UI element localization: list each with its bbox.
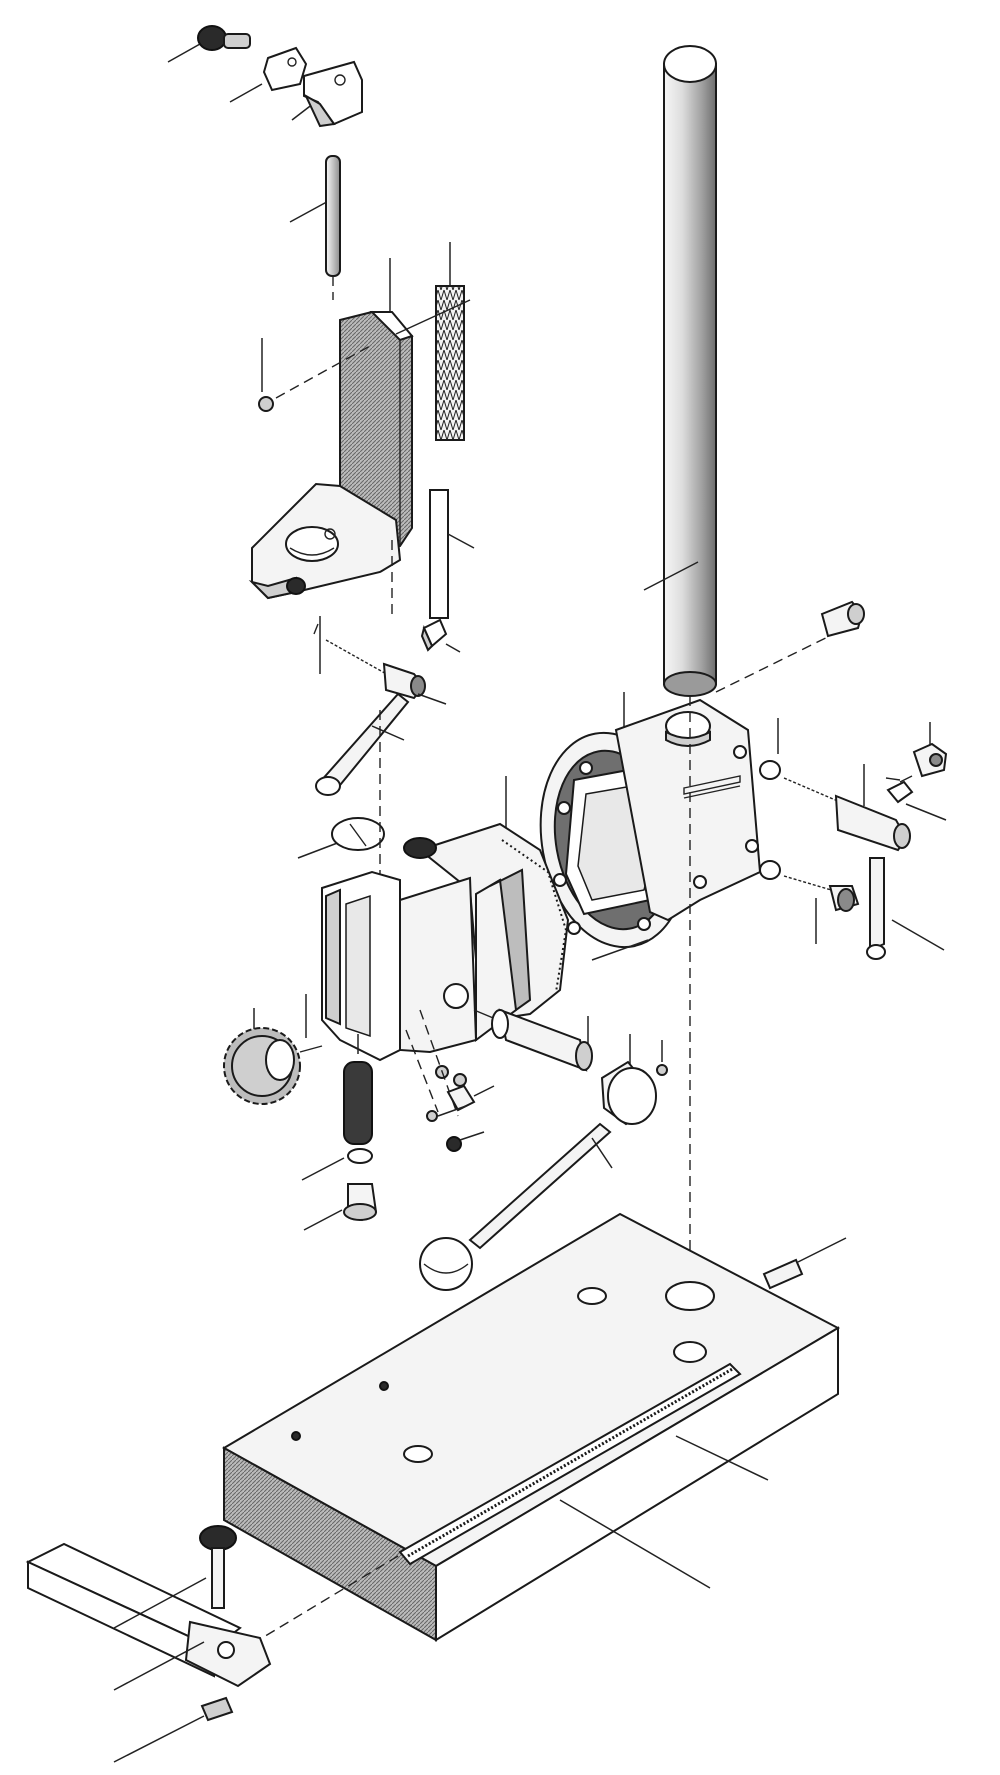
main-column	[643, 45, 717, 697]
small-screw-icon	[258, 396, 274, 412]
clamp-screw-hole-icon	[286, 577, 306, 595]
spur-gear	[223, 994, 323, 1105]
top-clamp-assembly	[167, 25, 363, 128]
spring-icon	[343, 1061, 373, 1145]
guide-strip	[429, 489, 475, 619]
pinion-shaft	[419, 1008, 668, 1291]
gear-housing	[297, 710, 570, 1152]
part-30-sleeve	[420, 618, 461, 653]
cap-screw-top	[820, 600, 865, 638]
washer-icon	[759, 860, 781, 880]
spring-stack	[301, 1034, 378, 1231]
base-plate	[221, 1212, 841, 1642]
clamp-bracket	[303, 60, 363, 126]
base-pin	[762, 1237, 847, 1290]
part-21-lever	[315, 692, 410, 796]
depth-stop	[25, 1525, 272, 1763]
knurled-knob-icon	[197, 25, 227, 51]
guide-pin	[289, 155, 341, 300]
right-hardware	[759, 718, 948, 960]
column-clamp-housing	[539, 625, 851, 1250]
washer-icon	[759, 760, 781, 780]
thumb-screw-icon	[199, 1525, 237, 1551]
small-clamp-block	[262, 46, 308, 92]
part-32-screw	[313, 616, 447, 705]
toothed-rack	[395, 242, 471, 441]
ball-knob-icon	[419, 1237, 473, 1291]
carriage-bracket	[248, 258, 414, 620]
